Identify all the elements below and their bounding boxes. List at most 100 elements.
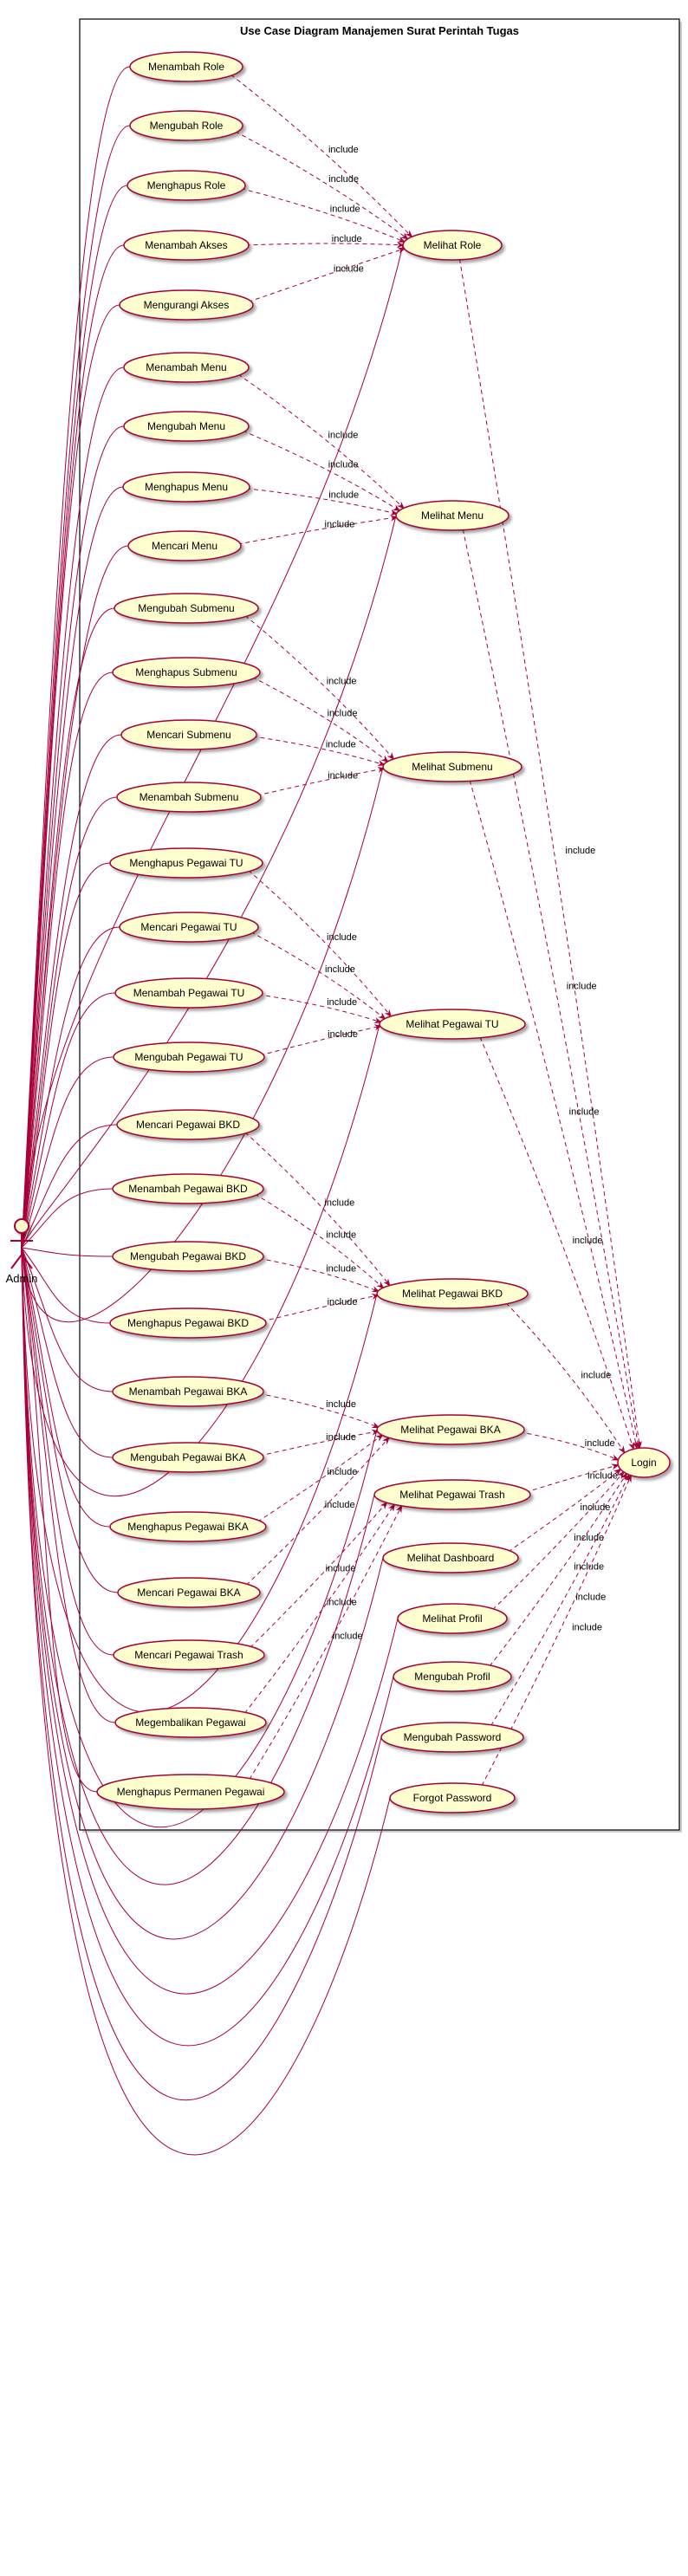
include-line-melihat-role-to-login — [458, 258, 642, 1450]
usecase-menghapus-submenu[interactable]: Menghapus Submenu — [112, 657, 261, 688]
usecase-menghapus-role[interactable]: Menghapus Role — [127, 170, 246, 201]
association-line-menghapus-menu — [21, 486, 124, 1249]
usecase-menambah-role[interactable]: Menambah Role — [129, 51, 243, 82]
usecase-mengubah-password[interactable]: Mengubah Password — [380, 1722, 524, 1753]
actor-name: Admin — [6, 1272, 38, 1285]
usecase-mengurangi-akses[interactable]: Mengurangi Akses — [119, 289, 254, 321]
association-line-melihat-profil — [21, 1247, 399, 1995]
usecase-menghapus-permanen-pegawai[interactable]: Menghapus Permanen Pegawai — [96, 1774, 285, 1810]
actor-right-leg — [21, 1254, 33, 1269]
association-line-menghapus-pegawai-bkd — [21, 1247, 111, 1324]
usecase-melihat-pegawai-tu[interactable]: Melihat Pegawai TU — [379, 1009, 526, 1040]
usecase-label: Mengubah Submenu — [138, 602, 234, 614]
usecase-mencari-menu[interactable]: Mencari Menu — [127, 530, 242, 561]
usecase-mencari-pegawai-bkd[interactable]: Mencari Pegawai BKD — [116, 1109, 260, 1140]
usecase-mencari-pegawai-bka[interactable]: Mencari Pegawai BKA — [117, 1577, 261, 1608]
usecase-melihat-menu[interactable]: Melihat Menu — [395, 500, 510, 531]
usecase-login[interactable]: Login — [617, 1447, 671, 1478]
include-line-menambah-pegawai-bka-to-melihat-pegawai-bka — [258, 1392, 380, 1429]
usecase-label: Menghapus Pegawai BKD — [127, 1317, 249, 1329]
association-line-melihat-pegawai-tu — [21, 1023, 380, 1497]
usecase-menghapus-pegawai-bka[interactable]: Menghapus Pegawai BKA — [109, 1511, 267, 1542]
include-line-mencari-submenu-to-melihat-submenu — [252, 736, 386, 767]
usecase-label: Mengubah Pegawai TU — [134, 1051, 243, 1063]
include-label: include — [328, 1029, 358, 1040]
usecase-mengembalikan-pegawai[interactable]: Megembalikan Pegawai — [114, 1707, 267, 1738]
association-line-mencari-pegawai-bka — [21, 1247, 119, 1593]
association-line-menambah-menu — [21, 367, 125, 1249]
usecase-ellipse — [395, 500, 510, 531]
association-lines — [21, 66, 404, 2156]
include-line-mengubah-profil-to-login — [489, 1472, 627, 1667]
include-line-mencari-menu-to-melihat-menu — [237, 515, 399, 545]
association-line-mengubah-profil — [21, 1247, 394, 2047]
usecase-mengubah-pegawai-bka[interactable]: Mengubah Pegawai BKA — [112, 1442, 264, 1473]
usecase-label: Menghapus Pegawai TU — [129, 857, 243, 869]
association-line-menambah-pegawai-bkd — [21, 1188, 114, 1249]
include-line-menghapus-role-to-melihat-role — [240, 188, 406, 243]
usecase-ellipse — [96, 1774, 285, 1810]
include-label: include — [328, 430, 359, 440]
usecase-menambah-pegawai-bkd[interactable]: Menambah Pegawai BKD — [112, 1173, 264, 1204]
usecase-menambah-submenu[interactable]: Menambah Submenu — [116, 782, 262, 813]
include-line-menambah-role-to-melihat-role — [230, 74, 413, 238]
include-line-menghapus-pegawai-bkd-to-melihat-pegawai-bkd — [261, 1293, 380, 1322]
usecase-menambah-akses[interactable]: Menambah Akses — [123, 230, 250, 261]
include-line-mengubah-pegawai-tu-to-melihat-pegawai-tu — [259, 1024, 383, 1056]
usecase-menambah-pegawai-bka[interactable]: Menambah Pegawai BKA — [112, 1376, 264, 1407]
usecase-mengubah-role[interactable]: Mengubah Role — [129, 110, 243, 141]
usecase-mengubah-profil[interactable]: Mengubah Profil — [393, 1661, 512, 1692]
usecase-menghapus-pegawai-bkd[interactable]: Menghapus Pegawai BKD — [109, 1307, 267, 1339]
include-label: include — [333, 1632, 363, 1642]
include-label: include — [334, 264, 364, 275]
association-line-menghapus-role — [21, 185, 128, 1249]
include-line-mengubah-password-to-login — [490, 1473, 630, 1727]
usecase-label: Menambah Role — [148, 61, 224, 73]
usecase-forgot-password[interactable]: Forgot Password — [389, 1782, 516, 1814]
usecase-mencari-pegawai-trash[interactable]: Mencari Pegawai Trash — [113, 1639, 265, 1671]
association-line-melihat-pegawai-trash — [21, 1247, 375, 1885]
usecase-label: Megembalikan Pegawai — [135, 1716, 245, 1729]
usecase-melihat-pegawai-bkd[interactable]: Melihat Pegawai BKD — [376, 1278, 529, 1309]
association-line-mengembalikan-pegawai — [21, 1247, 116, 1723]
actor-admin[interactable]: Admin — [6, 1218, 38, 1285]
usecase-menghapus-menu[interactable]: Menghapus Menu — [122, 471, 250, 503]
usecase-label: Menghapus Menu — [145, 481, 228, 493]
usecase-label: Mengubah Pegawai BKA — [130, 1451, 245, 1463]
usecase-ellipse — [129, 110, 243, 141]
include-label: include — [327, 932, 357, 943]
include-label: include — [327, 676, 357, 686]
usecase-ellipse — [114, 593, 259, 624]
include-line-melihat-pegawai-bka-to-login — [519, 1431, 620, 1461]
usecase-melihat-submenu[interactable]: Melihat Submenu — [382, 751, 522, 782]
include-line-menghapus-submenu-to-melihat-submenu — [251, 676, 389, 762]
usecase-mencari-pegawai-tu[interactable]: Mencari Pegawai TU — [119, 912, 259, 943]
usecase-ellipse — [112, 1173, 264, 1204]
usecase-mengubah-pegawai-tu[interactable]: Mengubah Pegawai TU — [113, 1041, 265, 1073]
usecase-melihat-dashboard[interactable]: Melihat Dashboard — [382, 1542, 519, 1574]
usecase-ellipse — [113, 1041, 265, 1073]
usecase-mengubah-menu[interactable]: Mengubah Menu — [123, 411, 250, 442]
include-label: include — [326, 1432, 356, 1443]
usecase-melihat-pegawai-trash[interactable]: Melihat Pegawai Trash — [373, 1479, 531, 1510]
usecase-melihat-pegawai-bka[interactable]: Melihat Pegawai BKA — [376, 1414, 525, 1445]
association-line-mencari-pegawai-tu — [21, 926, 120, 1249]
include-line-mengembalikan-pegawai-to-melihat-pegawai-trash — [243, 1503, 395, 1714]
association-line-mengubah-submenu — [21, 607, 115, 1249]
usecase-menambah-menu[interactable]: Menambah Menu — [123, 352, 250, 383]
include-label: include — [567, 981, 597, 991]
usecase-menambah-pegawai-tu[interactable]: Menambah Pegawai TU — [114, 977, 263, 1009]
association-line-mengubah-pegawai-bka — [21, 1247, 114, 1458]
usecase-mengubah-pegawai-bkd[interactable]: Mengubah Pegawai BKD — [112, 1241, 264, 1272]
association-line-mengubah-pegawai-tu — [21, 1056, 114, 1249]
include-line-mencari-pegawai-bka-to-melihat-pegawai-bka — [245, 1437, 390, 1586]
usecase-melihat-role[interactable]: Melihat Role — [402, 230, 503, 261]
usecase-mencari-submenu[interactable]: Mencari Submenu — [120, 719, 257, 750]
association-line-menambah-submenu — [21, 796, 118, 1249]
usecase-menghapus-pegawai-tu[interactable]: Menghapus Pegawai TU — [109, 847, 263, 879]
include-line-melihat-pegawai-tu-to-login — [479, 1036, 635, 1450]
usecase-melihat-profil[interactable]: Melihat Profil — [397, 1603, 508, 1634]
include-label: include — [328, 145, 359, 155]
usecase-mengubah-submenu[interactable]: Mengubah Submenu — [114, 593, 259, 624]
